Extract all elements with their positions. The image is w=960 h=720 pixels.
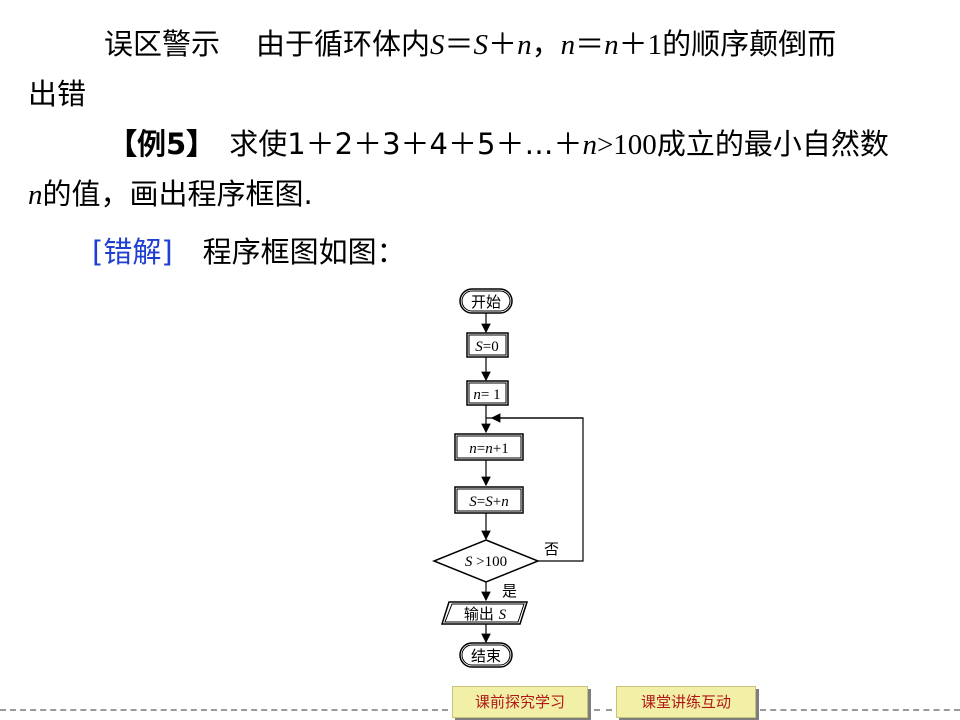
warning-text-end: 的顺序颠倒而 bbox=[662, 27, 837, 61]
warning-text-line2: 出错 bbox=[28, 77, 87, 111]
bottom-divider bbox=[760, 709, 960, 711]
warning-line-2: 出错 bbox=[28, 74, 960, 114]
start-label: 开始 bbox=[471, 293, 501, 311]
init-s-text: S=0 bbox=[475, 339, 498, 355]
example-text-line2: 的值，画出程序框图. bbox=[42, 177, 313, 211]
comma: ， bbox=[531, 27, 561, 61]
end-terminal: 结束 bbox=[459, 642, 513, 668]
var-n: n bbox=[604, 29, 619, 61]
increment-text: n=n+1 bbox=[469, 441, 508, 457]
warning-text: 由于循环体内 bbox=[256, 27, 431, 61]
example-tag: 【例5】 bbox=[108, 127, 216, 161]
no-label: 否 bbox=[544, 540, 559, 558]
end-label: 结束 bbox=[471, 647, 501, 665]
solution-line: [错解] 程序框图如图： bbox=[92, 232, 960, 272]
plus-one: ＋1 bbox=[618, 29, 663, 61]
bottom-divider bbox=[0, 709, 448, 711]
var-n: n bbox=[582, 129, 597, 161]
init-n-box: n= 1 bbox=[466, 380, 509, 406]
solution-label: [错解] bbox=[92, 235, 173, 269]
bottom-divider bbox=[594, 709, 612, 711]
nav-pre-class-study-label: 课前探究学习 bbox=[474, 693, 565, 711]
eq-sign: ＝ bbox=[444, 27, 474, 61]
warning-label: 误区警示 bbox=[104, 27, 221, 61]
example-line: 【例5】求使1＋2＋3＋4＋5＋…＋n>100成立的最小自然数 bbox=[108, 124, 960, 165]
plus-sign: ＋ bbox=[488, 27, 518, 61]
decision-diamond: S >100 bbox=[431, 539, 541, 583]
init-n-text: n= 1 bbox=[473, 387, 500, 403]
solution-text: 程序框图如图： bbox=[202, 235, 406, 269]
eq-sign: ＝ bbox=[575, 27, 605, 61]
accumulate-text: S=S+n bbox=[469, 494, 508, 510]
var-s: S bbox=[430, 29, 445, 61]
example-text-end: 成立的最小自然数 bbox=[656, 127, 889, 161]
decision-text: S >100 bbox=[465, 554, 507, 570]
example-text: 求使1＋2＋3＋4＋5＋…＋ bbox=[229, 127, 583, 161]
output-text: 输出 S bbox=[464, 605, 507, 623]
var-s: S bbox=[473, 29, 489, 61]
example-line-2: n的值，画出程序框图. bbox=[28, 174, 960, 215]
flowchart: 开始 S=0 n= 1 n=n+1 S=S+n S >100 否 是 bbox=[431, 288, 584, 668]
var-n: n bbox=[517, 29, 532, 61]
init-s-box: S=0 bbox=[466, 332, 509, 358]
var-n: n bbox=[560, 29, 576, 61]
warning-line: 误区警示由于循环体内S＝S＋n，n＝n＋1的顺序颠倒而 bbox=[104, 24, 960, 65]
accumulate-box: S=S+n bbox=[454, 486, 524, 514]
nav-classroom-practice-label: 课堂讲练互动 bbox=[640, 693, 731, 711]
yes-label: 是 bbox=[502, 582, 517, 600]
output-box: 输出 S bbox=[440, 601, 529, 625]
example-condition: >100 bbox=[596, 129, 657, 161]
nav-classroom-practice-button[interactable]: 课堂讲练互动 bbox=[616, 686, 756, 718]
nav-pre-class-study-button[interactable]: 课前探究学习 bbox=[452, 686, 588, 718]
start-terminal: 开始 bbox=[459, 288, 513, 314]
var-n: n bbox=[28, 179, 43, 211]
increment-box: n=n+1 bbox=[454, 433, 524, 461]
